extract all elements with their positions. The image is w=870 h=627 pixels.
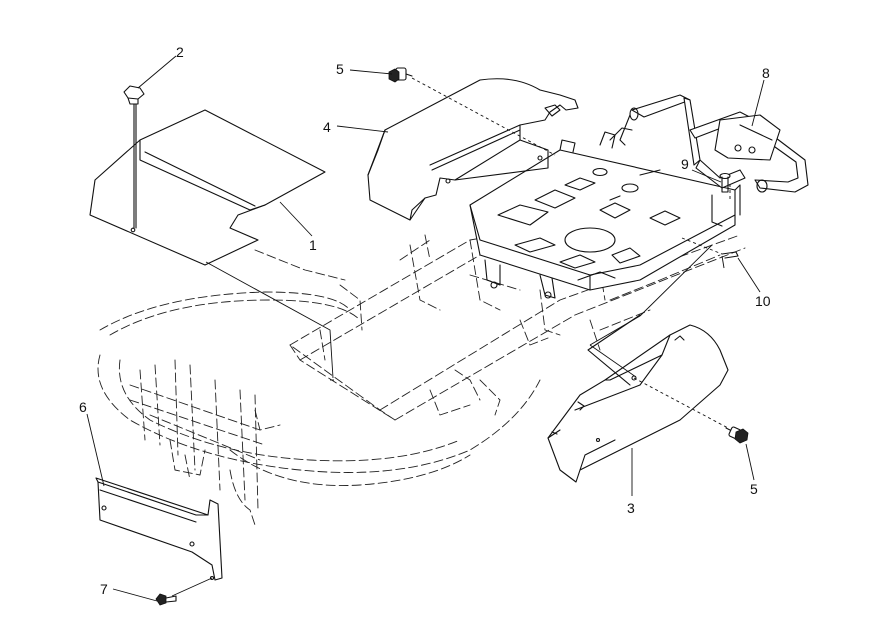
callout-4: 4 xyxy=(323,119,331,135)
part-8-rear-bumper xyxy=(619,94,809,193)
part-9-pin xyxy=(719,172,731,193)
callout-2: 2 xyxy=(176,44,184,60)
callout-5-top: 5 xyxy=(336,61,344,77)
callout-5-right: 5 xyxy=(750,481,758,497)
part-2-knob-screw xyxy=(123,85,145,229)
callout-3: 3 xyxy=(627,500,635,516)
part-6-front-plate xyxy=(95,477,223,581)
part-3-side-cover xyxy=(547,314,729,483)
mower-frame-phantom xyxy=(97,199,746,526)
part-7-screw xyxy=(155,593,177,606)
part-5-bolt-right xyxy=(725,426,749,444)
callout-labels: 1 2 3 4 5 5 6 7 8 9 10 xyxy=(79,44,771,597)
callout-1: 1 xyxy=(309,237,317,253)
callout-9: 9 xyxy=(681,156,689,172)
assembly-reference-lines xyxy=(171,77,731,597)
callout-8: 8 xyxy=(762,65,770,81)
callout-6: 6 xyxy=(79,399,87,415)
part-10-hairpin-clip xyxy=(721,251,739,259)
callout-10: 10 xyxy=(755,293,771,309)
engine-mount-plate xyxy=(469,127,741,299)
part-1-floor-pan-cover xyxy=(89,109,326,266)
callout-7: 7 xyxy=(100,581,108,597)
part-5-bolt-top xyxy=(388,67,413,83)
part-4-engine-top-cover xyxy=(367,78,579,221)
callout-leader-lines xyxy=(86,55,765,602)
